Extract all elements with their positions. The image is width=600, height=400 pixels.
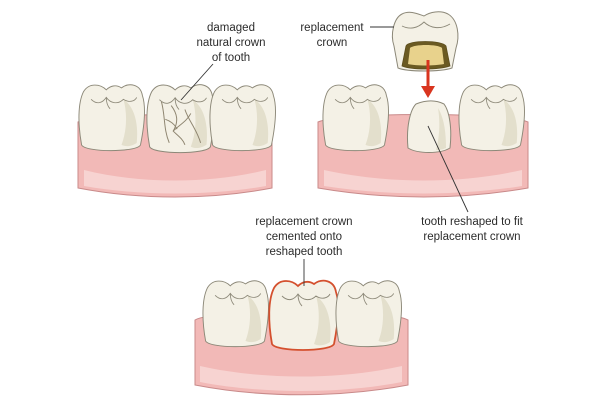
down-arrow-icon <box>421 60 435 98</box>
leader-line-damaged <box>180 63 214 101</box>
label-line: reshaped tooth <box>266 246 343 258</box>
label-reshaped-tooth: tooth reshaped to fit replacement crown <box>421 216 523 243</box>
panel-reshaped-tooth: replacement crown tooth reshaped to fit … <box>300 11 529 243</box>
label-line: tooth reshaped to fit <box>421 216 523 228</box>
label-replacement-crown: replacement crown <box>300 22 364 49</box>
damage-cracks <box>160 101 202 145</box>
label-line: replacement crown <box>423 231 520 243</box>
molar-left <box>322 84 389 152</box>
label-line: replacement <box>300 22 364 34</box>
label-line: natural crown <box>196 37 265 49</box>
label-line: cemented onto <box>266 231 342 243</box>
label-damaged-crown: damaged natural crown of tooth <box>196 22 265 64</box>
leader-line-reshaped-tooth <box>427 125 469 213</box>
molar-right <box>335 280 402 348</box>
label-cemented-crown: replacement crown cemented onto reshaped… <box>255 216 352 258</box>
label-line: replacement crown <box>255 216 352 228</box>
molar-damaged <box>146 84 215 154</box>
cemented-crown <box>268 279 340 351</box>
panel-crown-cemented: replacement crown cemented onto reshaped… <box>194 216 409 396</box>
label-line: of tooth <box>212 52 250 64</box>
replacement-crown <box>391 11 459 72</box>
reshaped-tooth-stump <box>407 100 452 153</box>
label-line: crown <box>317 37 348 49</box>
molar-left <box>78 84 145 152</box>
panel-damaged-tooth: damaged natural crown of tooth <box>77 22 276 198</box>
molar-right <box>458 84 525 152</box>
label-line: damaged <box>207 22 255 34</box>
molar-left <box>202 280 269 348</box>
molar-right <box>209 84 276 152</box>
